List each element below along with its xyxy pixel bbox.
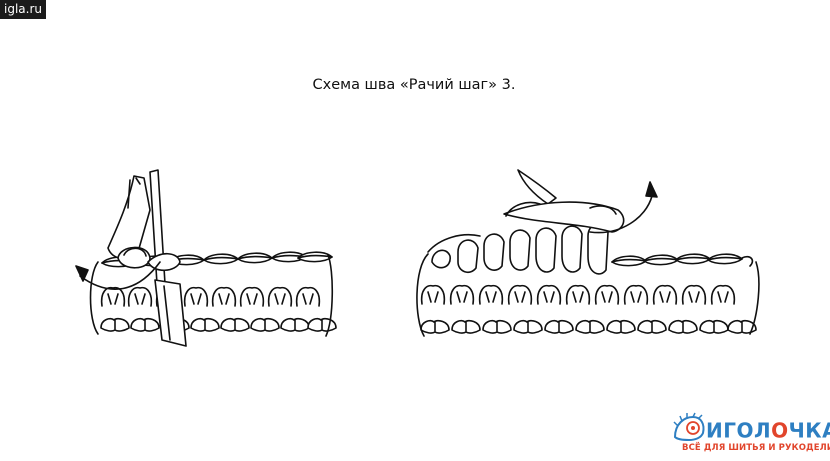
left-fabric-foot-row	[100, 317, 337, 332]
left-working-arrow	[75, 261, 161, 290]
diagram-title: Схема шва «Рачий шаг» 3.	[312, 77, 516, 93]
right-crochet-hook	[503, 169, 625, 233]
right-stitch-diagram	[416, 169, 760, 337]
right-reverse-stitch-loops	[427, 223, 609, 275]
right-fabric-foot-row	[420, 319, 757, 334]
igolochka-logo[interactable]: ИГОЛОЧКА® ВСЁ ДЛЯ ШИТЬЯ И РУКОДЕЛИЯ	[672, 412, 830, 458]
right-working-arrow	[589, 181, 658, 234]
left-fabric-outline	[89, 254, 334, 337]
right-fabric-outline	[416, 253, 760, 337]
left-fabric-post-row	[100, 286, 321, 307]
right-fabric-post-row	[420, 284, 736, 305]
logo-slogan: ВСЁ ДЛЯ ШИТЬЯ И РУКОДЕЛИЯ	[682, 443, 830, 453]
right-fabric-chain-row	[611, 253, 754, 267]
hedgehog-icon	[673, 412, 705, 442]
left-stitch-diagram	[75, 169, 337, 347]
logo-wordmark: ИГОЛОЧКА®	[706, 418, 830, 443]
site-tag[interactable]: igla.ru	[0, 0, 46, 19]
